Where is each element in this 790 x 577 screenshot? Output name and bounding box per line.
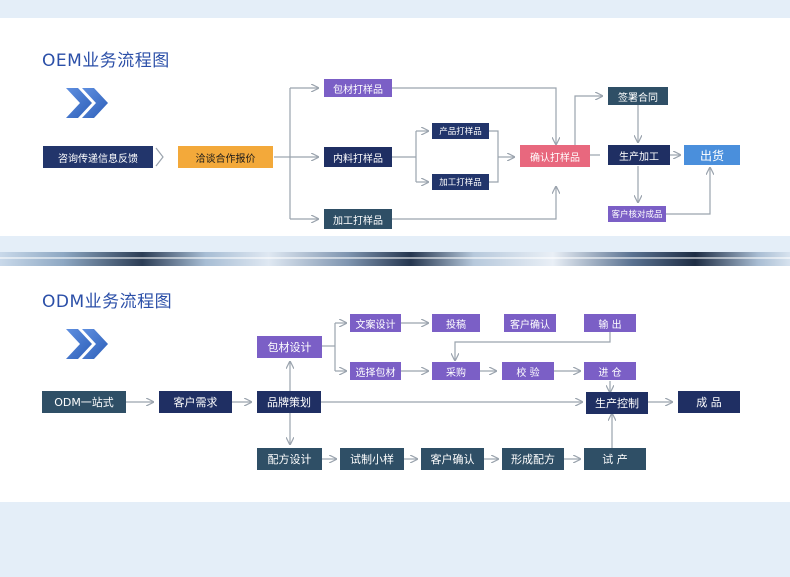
node-negotiate: 洽谈合作报价: [178, 146, 273, 168]
divider-strip: [0, 252, 790, 266]
node-customer-confirm-bottom: 客户确认: [421, 448, 484, 470]
node-confirm-sample: 确认打样品: [520, 145, 590, 167]
node-ship: 出货: [684, 145, 740, 165]
node-process-sample-2: 加工打样品: [432, 174, 489, 190]
node-inspect: 校 验: [502, 362, 554, 380]
node-production-control: 生产控制: [586, 392, 648, 414]
node-brand-plan: 品牌策划: [257, 391, 321, 413]
node-customer-confirm-top: 客户确认: [504, 314, 556, 332]
node-warehouse: 进 仓: [584, 362, 636, 380]
node-sign-contract: 签署合同: [608, 87, 668, 105]
chevron-double-right-icon: [66, 88, 108, 118]
node-copy-design: 文案设计: [350, 314, 401, 332]
node-customer-need: 客户需求: [159, 391, 232, 413]
odm-title: ODM业务流程图: [42, 292, 173, 312]
node-odm-one-stop: ODM一站式: [42, 391, 126, 413]
node-submit-draft: 投稿: [432, 314, 480, 332]
node-trial-sample: 试制小样: [340, 448, 404, 470]
node-product-sample: 产品打样品: [432, 123, 489, 139]
node-pack-sample: 包材打样品: [324, 79, 392, 97]
node-finished: 成 品: [678, 391, 740, 413]
oem-title: OEM业务流程图: [42, 51, 170, 71]
node-production: 生产加工: [608, 145, 670, 165]
node-output: 输 出: [584, 314, 636, 332]
chevron-double-right-icon: [66, 329, 108, 359]
node-purchase: 采购: [432, 362, 480, 380]
node-process-sample: 加工打样品: [324, 209, 392, 229]
node-consult: 咨询传递信息反馈: [43, 146, 153, 168]
node-content-sample: 内料打样品: [324, 147, 392, 167]
node-select-pack: 选择包材: [350, 362, 401, 380]
node-formula-design: 配方设计: [257, 448, 322, 470]
node-customer-check: 客户核对成品: [608, 206, 666, 222]
node-form-formula: 形成配方: [502, 448, 564, 470]
node-trial-production: 试 产: [584, 448, 646, 470]
node-pack-design: 包材设计: [257, 336, 322, 358]
